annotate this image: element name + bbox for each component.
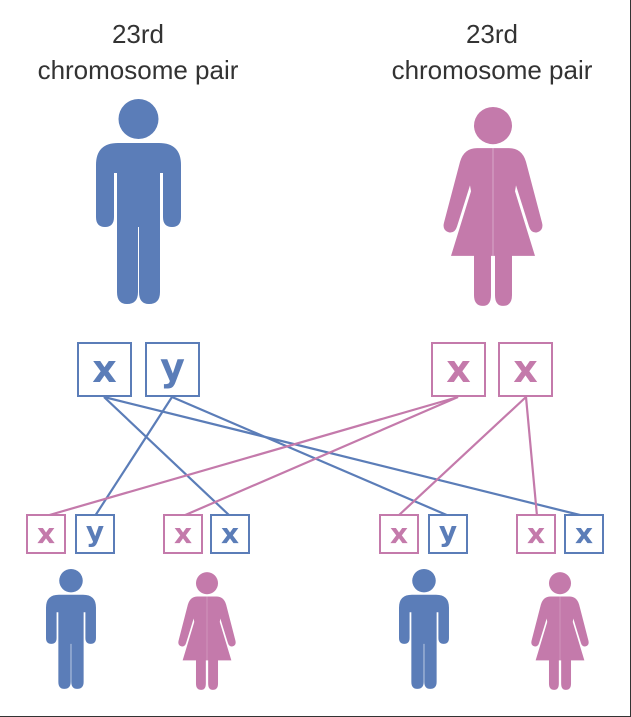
offspring-1-chromosome-1: x (37, 517, 55, 550)
offspring-1-chromosome-2: y (86, 515, 104, 548)
father-heading-line2: chromosome pair (37, 55, 239, 85)
offspring-3-chromosome-1: x (390, 517, 408, 550)
female-person-icon (443, 106, 543, 307)
line-father-y-to-child3 (171, 395, 450, 518)
mother-heading-line1: 23rd (465, 19, 519, 49)
offspring-3: x y (379, 514, 468, 689)
line-mother-x1-to-child1 (45, 395, 459, 518)
line-father-x-to-child4 (103, 395, 585, 518)
offspring-1: x y (26, 514, 115, 689)
male-person-icon (46, 569, 96, 689)
line-mother-x1-to-child2 (182, 395, 459, 518)
father-heading: 23rd chromosome pair (8, 16, 268, 88)
line-mother-x2-to-child4 (524, 396, 539, 517)
offspring-4-chromosome-1: x (527, 517, 545, 550)
father-chromosome-2: y (160, 345, 185, 389)
offspring-2-chromosome-2: x (221, 517, 239, 550)
mother-chromosome-1: x (446, 347, 471, 391)
mother-heading-line2: chromosome pair (391, 55, 593, 85)
father-heading-line1: 23rd (111, 19, 165, 49)
line-father-y-to-child1 (94, 396, 173, 517)
line-mother-x2-to-child3 (397, 396, 527, 517)
mother-chromosome-2: x (513, 347, 538, 391)
male-person-icon (96, 99, 181, 304)
offspring-3-chromosome-2: y (439, 515, 457, 548)
female-person-icon (531, 571, 589, 691)
line-father-x-to-child2 (103, 396, 231, 517)
offspring-2-chromosome-1: x (174, 517, 192, 550)
father-inheritance-lines (94, 395, 585, 518)
female-person-icon (178, 571, 236, 691)
father-chromosome-1: x (92, 347, 117, 391)
offspring-4-chromosome-2: x (575, 517, 593, 550)
mother-inheritance-lines (45, 395, 539, 518)
offspring-2: x x (163, 514, 250, 691)
offspring-4: x x (516, 514, 604, 691)
male-person-icon (399, 569, 449, 689)
mother-heading: 23rd chromosome pair (362, 16, 622, 88)
father-chromosomes: x y (77, 342, 200, 397)
mother-chromosomes: x x (431, 342, 553, 397)
